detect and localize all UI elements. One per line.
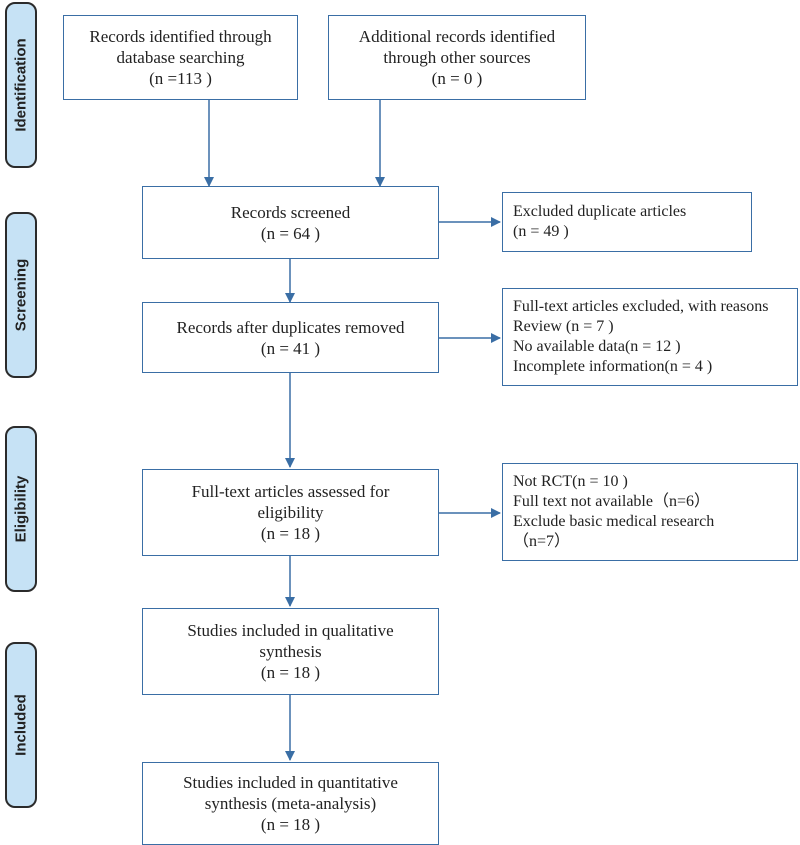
fulltext-assessed-box: Full-text articles assessed for eligibil… (142, 469, 439, 556)
box-text-line: through other sources (383, 48, 531, 67)
box-text-line: No available data(n = 12 ) (513, 338, 681, 355)
box-text-line: Incomplete information(n = 4 ) (513, 358, 713, 375)
box-text-line: Records after duplicates removed (176, 317, 405, 337)
box-text-line: (n = 49 ) (513, 223, 569, 240)
box-text-line: (n =113 ) (149, 69, 212, 88)
box-text-line: Review (n = 7 ) (513, 318, 614, 335)
phase-identification: Identification (5, 2, 37, 168)
box-text-line: Exclude basic medical research (513, 513, 715, 530)
box-text-line: (n = 41 ) (260, 338, 321, 358)
box-text-line: Additional records identified (358, 27, 556, 46)
database-records-box: Records identified through database sear… (63, 15, 298, 100)
box-text-line: database searching (116, 48, 245, 67)
box-text-line: (n = 64 ) (260, 223, 321, 243)
box-text-line: Studies included in quantitative (183, 773, 398, 792)
box-text-line: Records identified through (89, 27, 272, 46)
fulltext-excluded-box: Full-text articles excluded, with reason… (502, 288, 798, 386)
quantitative-synthesis-box: Studies included in quantitative synthes… (142, 762, 439, 845)
eligibility-excluded-box: Not RCT(n = 10 ) Full text not available… (502, 463, 798, 561)
records-screened-box: Records screened (n = 64 ) (142, 186, 439, 259)
box-text-line: Records screened (230, 202, 351, 222)
box-text-line: Full-text articles excluded, with reason… (513, 298, 769, 315)
box-text-line: Not RCT(n = 10 ) (513, 473, 628, 490)
box-text-line: eligibility (257, 503, 324, 522)
records-after-duplicates-box: Records after duplicates removed (n = 41… (142, 302, 439, 373)
box-text-line: （n=7） (513, 533, 571, 550)
phase-screening: Screening (5, 212, 37, 378)
box-text-line: (n = 18 ) (260, 524, 321, 543)
box-text-line: synthesis (259, 642, 322, 661)
other-sources-box: Additional records identified through ot… (328, 15, 586, 100)
box-text-line: (n = 18 ) (260, 663, 321, 682)
excluded-duplicates-box: Excluded duplicate articles (n = 49 ) (502, 192, 752, 252)
box-text-line: Excluded duplicate articles (513, 203, 687, 220)
box-text-line: (n = 18 ) (260, 815, 321, 834)
box-text-line: synthesis (meta-analysis) (204, 794, 377, 813)
box-text-line: Studies included in qualitative (187, 621, 394, 640)
phase-included: Included (5, 642, 37, 808)
box-text-line: Full-text articles assessed for (191, 482, 390, 501)
box-text-line: Full text not available（n=6） (513, 493, 710, 510)
phase-eligibility: Eligibility (5, 426, 37, 592)
qualitative-synthesis-box: Studies included in qualitative synthesi… (142, 608, 439, 695)
box-text-line: (n = 0 ) (431, 69, 483, 88)
